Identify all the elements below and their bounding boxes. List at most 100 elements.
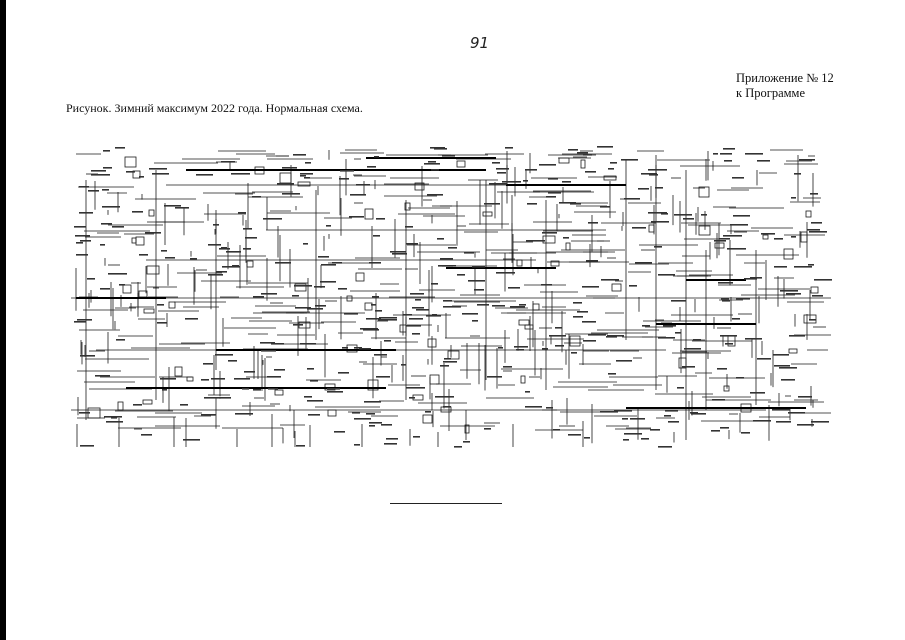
label-mark <box>600 411 618 413</box>
label-mark <box>468 280 485 282</box>
equipment-box <box>810 286 819 294</box>
equipment-box <box>558 157 570 164</box>
label-mark <box>464 252 474 254</box>
label-mark <box>573 316 583 318</box>
label-mark <box>489 183 507 185</box>
label-mark <box>79 212 93 214</box>
label-mark <box>472 320 478 322</box>
label-mark <box>462 313 478 315</box>
label-mark <box>525 406 542 408</box>
label-mark <box>776 421 791 423</box>
label-mark <box>338 288 347 290</box>
label-mark <box>307 308 323 310</box>
label-mark <box>808 264 814 266</box>
label-mark <box>675 332 681 334</box>
equipment-box <box>569 335 581 347</box>
label-mark <box>701 214 707 216</box>
label-mark <box>440 365 449 367</box>
label-mark <box>141 434 152 436</box>
label-mark <box>632 227 646 229</box>
equipment-box <box>346 295 353 302</box>
label-mark <box>103 150 110 152</box>
label-mark <box>95 375 110 377</box>
label-mark <box>354 444 360 446</box>
label-mark <box>112 226 124 228</box>
label-mark <box>371 304 376 306</box>
label-mark <box>472 266 485 268</box>
label-mark <box>723 148 735 150</box>
label-mark <box>293 154 306 156</box>
equipment-box <box>611 283 622 292</box>
label-mark <box>582 321 596 323</box>
label-mark <box>406 243 418 245</box>
label-mark <box>300 175 306 177</box>
equipment-box <box>297 181 311 187</box>
label-mark <box>413 436 420 438</box>
label-mark <box>542 232 557 234</box>
label-mark <box>379 317 397 319</box>
label-mark <box>100 244 105 246</box>
label-mark <box>305 162 311 164</box>
label-mark <box>774 238 783 240</box>
equipment-box <box>279 172 292 184</box>
label-mark <box>157 322 167 324</box>
label-mark <box>571 352 577 354</box>
label-mark <box>807 229 820 231</box>
label-mark <box>546 407 553 409</box>
label-mark <box>586 260 598 262</box>
label-mark <box>588 222 598 224</box>
label-mark <box>546 196 556 198</box>
equipment-box <box>124 156 137 168</box>
label-mark <box>126 171 135 173</box>
label-mark <box>730 224 748 226</box>
label-mark <box>750 277 762 279</box>
page-number: 91 <box>470 34 490 52</box>
label-mark <box>810 193 818 195</box>
label-mark <box>651 221 669 223</box>
label-mark <box>253 296 264 298</box>
label-mark <box>425 411 431 413</box>
label-mark <box>101 223 112 225</box>
label-mark <box>268 388 278 390</box>
equipment-box <box>805 210 812 218</box>
label-mark <box>208 244 221 246</box>
label-mark <box>761 233 775 235</box>
label-mark <box>484 428 491 430</box>
label-mark <box>525 169 537 171</box>
label-mark <box>438 265 453 267</box>
label-mark <box>440 258 453 260</box>
equipment-box <box>565 242 571 251</box>
label-mark <box>164 205 181 207</box>
label-mark <box>106 421 123 423</box>
label-mark <box>585 171 596 173</box>
label-mark <box>160 378 176 380</box>
label-mark <box>426 315 441 317</box>
label-mark <box>161 250 167 252</box>
label-mark <box>649 174 658 176</box>
label-mark <box>132 211 143 213</box>
label-mark <box>641 438 649 440</box>
label-mark <box>133 404 142 406</box>
label-mark <box>713 153 718 155</box>
label-mark <box>562 181 571 183</box>
equipment-box <box>364 302 373 311</box>
label-mark <box>721 298 729 300</box>
equipment-box <box>550 260 560 267</box>
label-mark <box>364 401 381 403</box>
label-mark <box>103 167 112 169</box>
label-mark <box>510 306 525 308</box>
label-mark <box>245 237 257 239</box>
label-mark <box>608 168 614 170</box>
equipment-box <box>447 350 460 360</box>
label-mark <box>260 342 275 344</box>
label-mark <box>338 372 349 374</box>
equipment-box <box>723 385 730 392</box>
equipment-box <box>132 170 141 179</box>
label-mark <box>74 226 86 228</box>
label-mark <box>794 173 801 175</box>
label-mark <box>342 347 348 349</box>
label-mark <box>267 376 281 378</box>
label-mark <box>261 293 277 295</box>
equipment-box <box>698 225 711 236</box>
equipment-box <box>429 374 440 385</box>
